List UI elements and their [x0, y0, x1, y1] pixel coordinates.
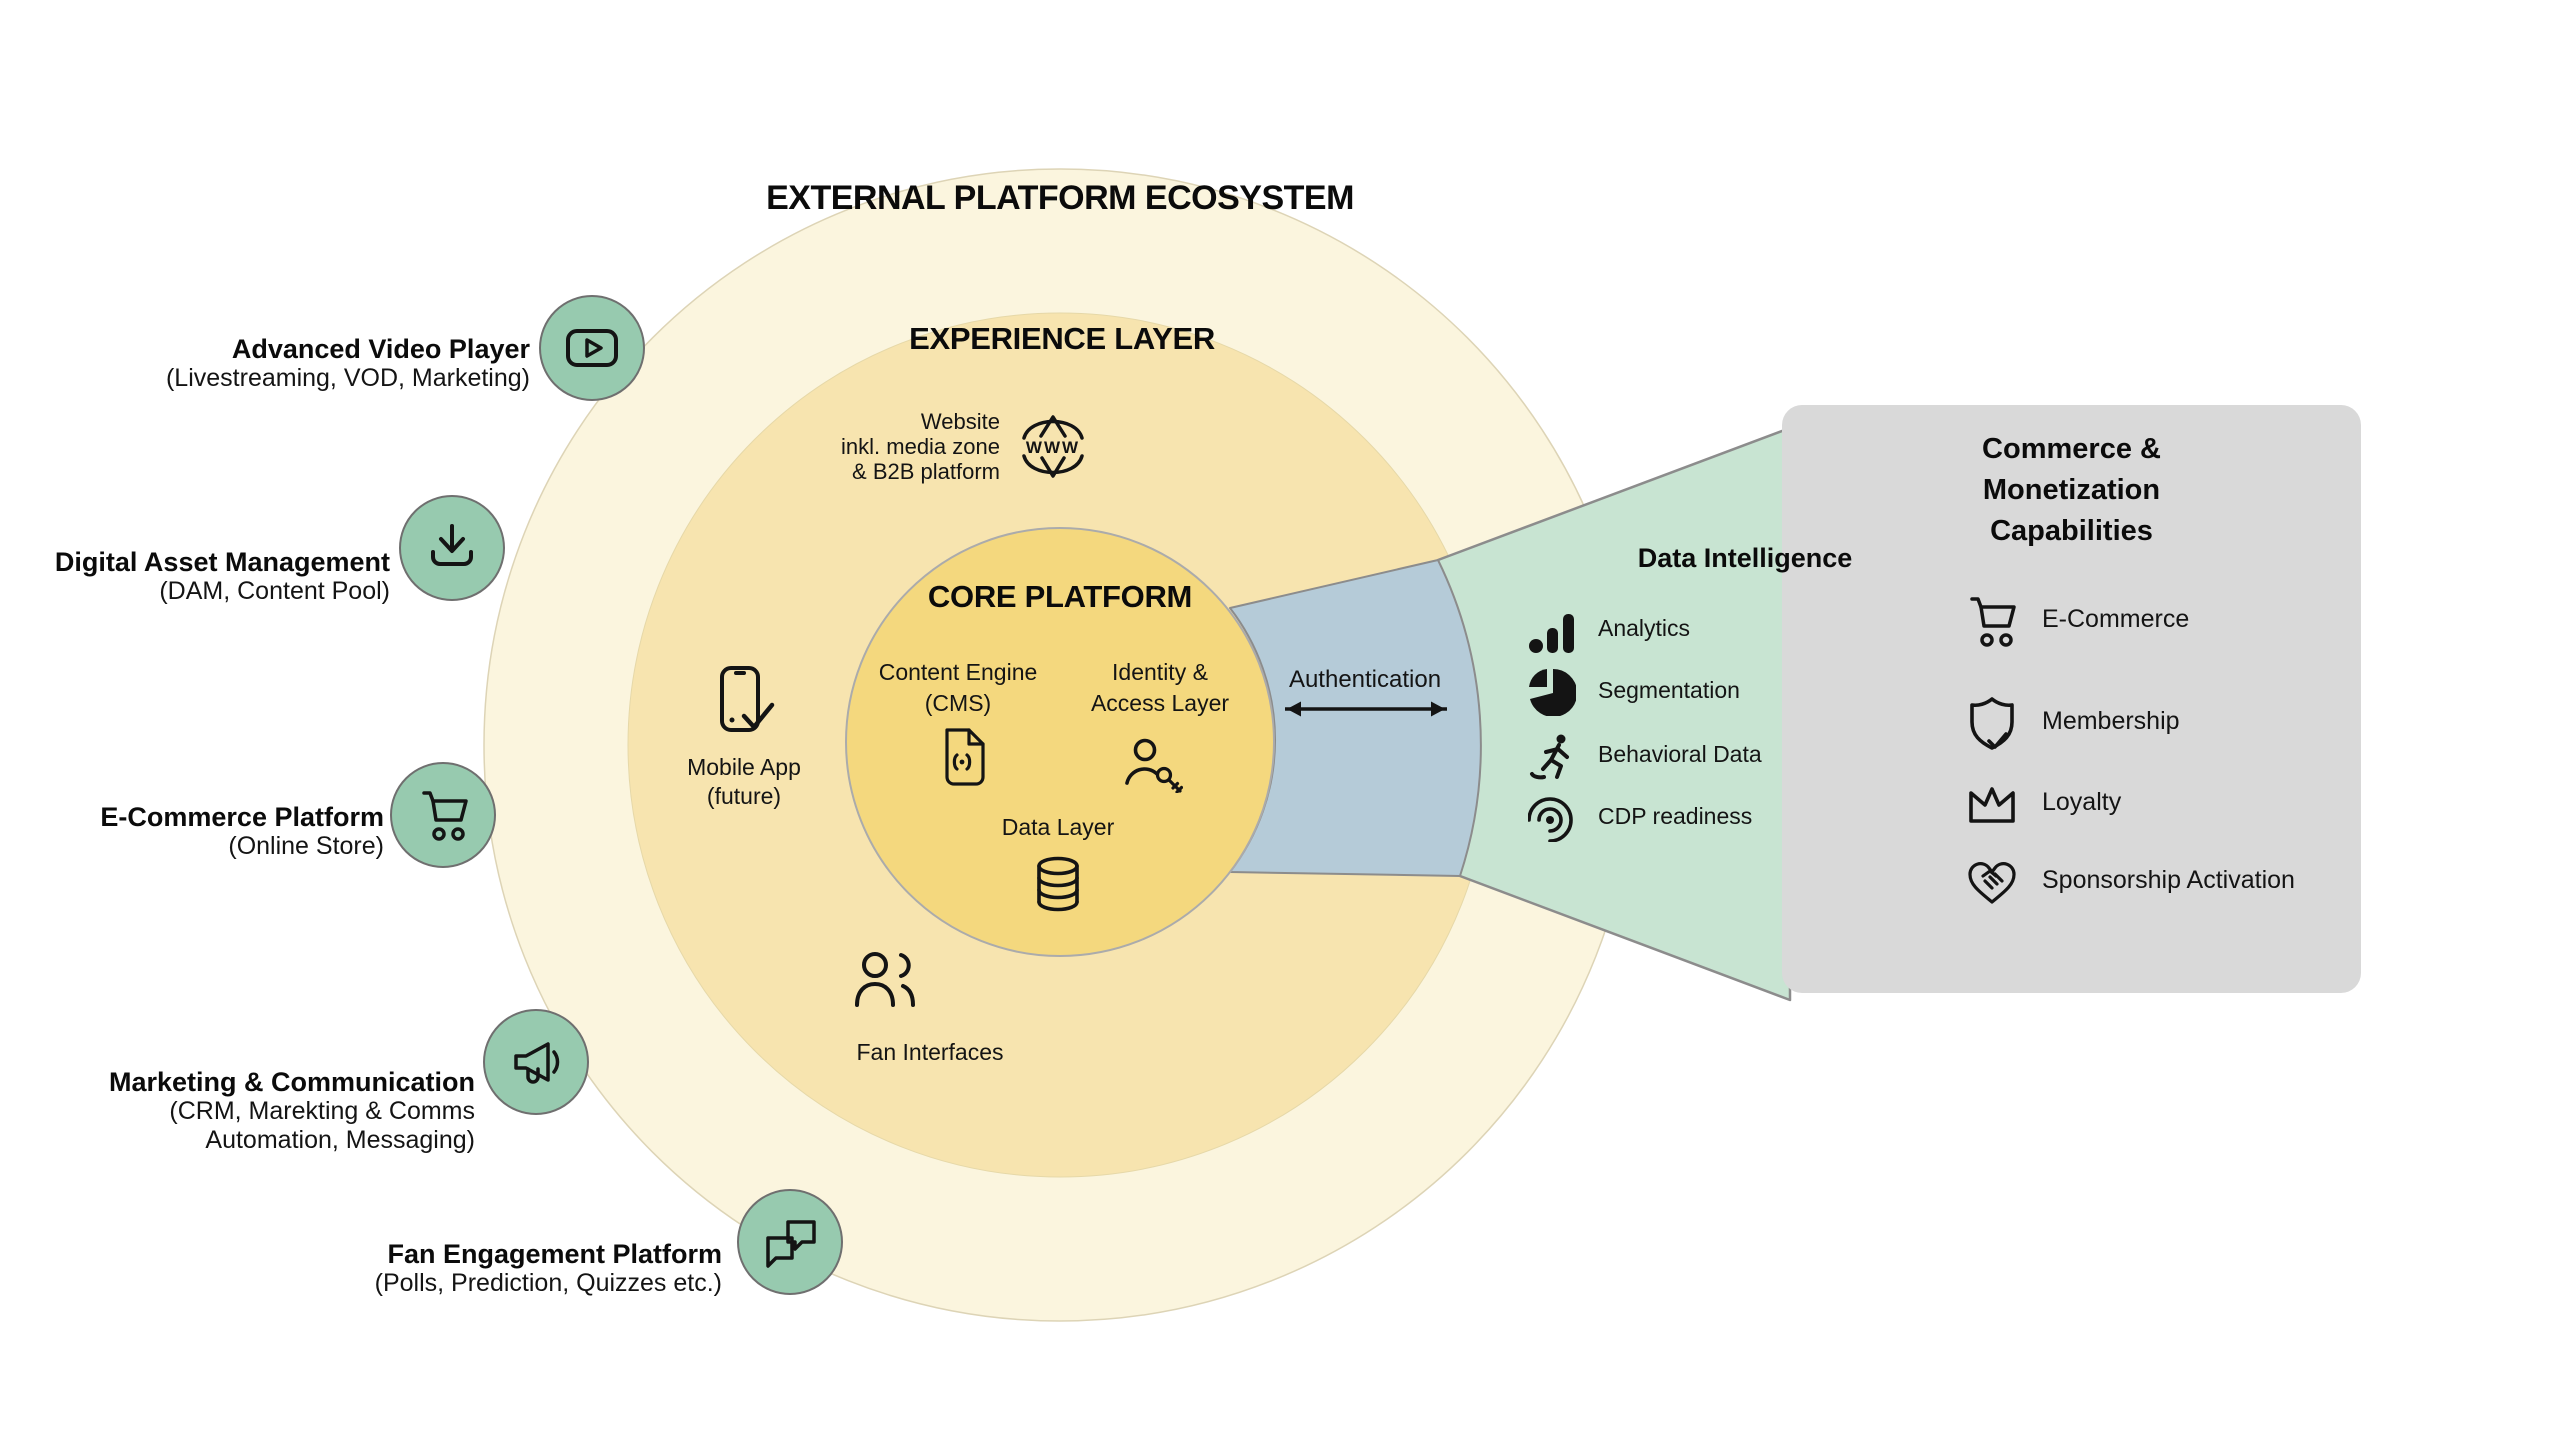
- play-icon: [566, 329, 618, 367]
- data-intelligence-item: Behavioral Data: [1598, 741, 1762, 767]
- website-line: Website: [920, 409, 1000, 434]
- identity-access-node: Identity & Access Layer: [1091, 657, 1229, 719]
- content-engine-line: (CMS): [924, 690, 992, 716]
- authentication-label: Authentication: [1288, 666, 1442, 693]
- database-icon: [1037, 856, 1079, 912]
- chat-icon: [766, 1220, 816, 1268]
- crown-icon: [1969, 787, 2015, 823]
- cart-icon: [422, 791, 468, 841]
- satellite-video-player: Advanced Video Player (Livestreaming, VO…: [166, 335, 530, 393]
- satellite-subtitle: Automation, Messaging): [205, 1126, 475, 1154]
- satellite-subtitle: (Livestreaming, VOD, Marketing): [165, 364, 530, 392]
- commerce-panel-title-line: Capabilities: [1990, 515, 2153, 547]
- cart-icon: [1970, 597, 2016, 647]
- satellite-title: Fan Engagement Platform: [387, 1239, 722, 1269]
- segmentation-icon: [1529, 668, 1576, 716]
- satellite-ecommerce: E-Commerce Platform (Online Store): [100, 803, 384, 861]
- data-intelligence-item: Analytics: [1598, 615, 1691, 641]
- core-circle: [845, 527, 1275, 957]
- heart-handshake-icon: [1968, 862, 2016, 904]
- website-line: & B2B platform: [852, 459, 1000, 484]
- satellite-title: E-Commerce Platform: [100, 802, 384, 832]
- content-engine-node: Content Engine (CMS): [879, 657, 1038, 719]
- mobile-app-icon: [720, 666, 775, 732]
- website-line: inkl. media zone: [841, 434, 1000, 459]
- panel-item-label: Membership: [2042, 707, 2180, 735]
- panel-item-label: Sponsorship Activation: [2042, 866, 2295, 894]
- behavioral-data-icon: [1530, 734, 1569, 780]
- commerce-panel-title-line: Monetization: [1982, 474, 2161, 506]
- data-intelligence-item: CDP readiness: [1598, 803, 1753, 829]
- experience-layer-title: EXPERIENCE LAYER: [909, 321, 1215, 356]
- data-intelligence-title: Data Intelligence: [1637, 543, 1853, 573]
- identity-line: Access Layer: [1090, 690, 1230, 716]
- mobile-app-node: Mobile App (future): [687, 753, 801, 811]
- diagram-title: EXTERNAL PLATFORM ECOSYSTEM: [766, 179, 1354, 217]
- satellite-marketing: Marketing & Communication (CRM, Marektin…: [109, 1068, 475, 1155]
- satellite-subtitle: (Polls, Prediction, Quizzes etc.): [374, 1269, 722, 1297]
- fan-interfaces-node: Fan Interfaces: [856, 1039, 1004, 1065]
- website-node: Website inkl. media zone & B2B platform: [841, 409, 1000, 484]
- cdp-readiness-icon: [1528, 797, 1573, 842]
- content-engine-line: Content Engine: [878, 659, 1038, 685]
- analytics-icon: [1529, 614, 1574, 653]
- data-layer-node: Data Layer: [1001, 814, 1115, 840]
- satellite-subtitle: (Online Store): [228, 832, 384, 860]
- download-icon: [431, 524, 473, 566]
- document-code-icon: [945, 728, 985, 786]
- globe-www-text: WWW: [1026, 438, 1080, 457]
- commerce-panel: Commerce & Monetization Capabilities E-C…: [1782, 405, 2361, 993]
- person-key-icon: [1125, 738, 1183, 793]
- shield-check-icon: [1970, 697, 2014, 750]
- double-arrow-icon: [1285, 701, 1447, 717]
- globe-www-icon: WWW: [1022, 415, 1084, 478]
- satellite-title: Marketing & Communication: [108, 1067, 475, 1097]
- panel-item-label: E-Commerce: [2042, 605, 2190, 633]
- core-platform-title: CORE PLATFORM: [927, 579, 1193, 614]
- satellite-subtitle: (CRM, Marekting & Comms: [169, 1097, 475, 1125]
- satellite-title: Advanced Video Player: [231, 334, 530, 364]
- satellite-circle-video: [539, 295, 645, 401]
- satellite-title: Digital Asset Management: [54, 547, 390, 577]
- mobile-app-line: Mobile App: [687, 754, 801, 780]
- commerce-panel-title-line: Commerce &: [1982, 433, 2161, 465]
- identity-line: Identity &: [1112, 659, 1208, 685]
- data-intelligence-item: Segmentation: [1598, 677, 1740, 703]
- satellite-circle-ecommerce: [390, 762, 496, 868]
- satellite-subtitle: (DAM, Content Pool): [159, 577, 390, 605]
- panel-item-label: Loyalty: [2042, 788, 2122, 816]
- fan-interfaces-icon: [855, 952, 915, 1007]
- satellite-dam: Digital Asset Management (DAM, Content P…: [55, 548, 390, 606]
- satellite-fan-engagement: Fan Engagement Platform (Polls, Predicti…: [375, 1240, 722, 1298]
- mobile-app-line: (future): [706, 783, 782, 809]
- megaphone-icon: [514, 1042, 560, 1084]
- commerce-panel-title: Commerce & Monetization Capabilities: [1782, 429, 2361, 552]
- satellite-circle-marketing: [483, 1009, 589, 1115]
